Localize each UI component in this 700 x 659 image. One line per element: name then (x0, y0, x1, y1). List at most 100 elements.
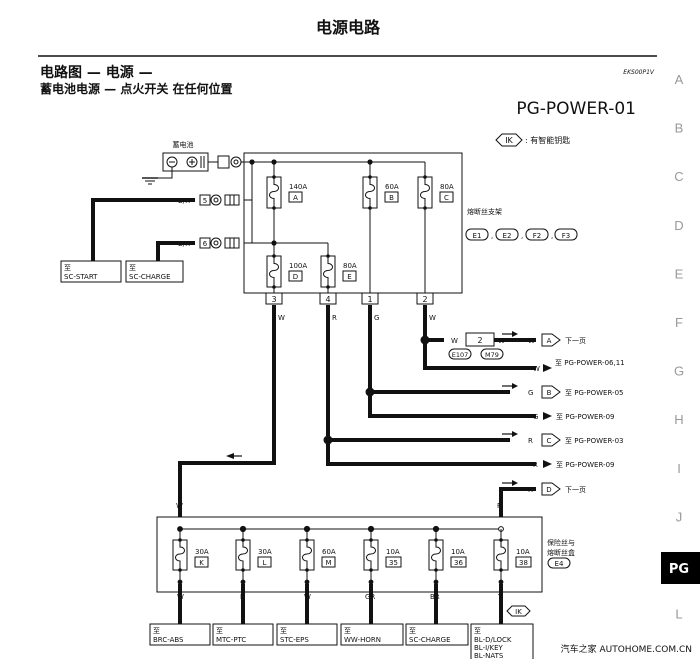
svg-text:至: 至 (409, 627, 416, 635)
fuse-box-connector: E4 (555, 560, 564, 568)
fuse-id: 36 (454, 559, 463, 567)
side-tab-G[interactable]: G (674, 364, 684, 379)
output-wire-color: GR (365, 593, 375, 601)
fuse-id: M (325, 559, 331, 567)
fuse-id: 35 (389, 559, 398, 567)
dest-label: SC-START (64, 273, 98, 281)
output-wire-color: R (240, 593, 245, 601)
junction (271, 159, 277, 165)
left-wire (91, 198, 195, 261)
svg-text:W: W (451, 337, 458, 345)
fuse-element (431, 540, 441, 570)
junction (323, 435, 333, 445)
dest-box (212, 623, 274, 646)
ik-tag-shape (495, 133, 523, 147)
side-tab-A[interactable]: A (675, 72, 684, 87)
side-tabs: A B C D E F G H I J PG L (661, 72, 700, 622)
svg-text:至: 至 (129, 264, 136, 272)
output-text: 下一页 (565, 486, 586, 494)
side-tab-C[interactable]: C (674, 169, 683, 184)
dest-label: MTC-PTC (216, 636, 246, 644)
svg-text:至: 至 (216, 627, 223, 635)
fuse-id: D (293, 273, 298, 281)
connector-tag (525, 228, 549, 241)
svg-text:至: 至 (344, 627, 351, 635)
left-wire (156, 241, 195, 261)
junction (249, 159, 255, 165)
wire-w1 (368, 305, 536, 418)
terminal-4: 4 (325, 295, 330, 304)
fuse-element (269, 177, 279, 208)
connector-tag (554, 228, 578, 241)
junction (271, 240, 277, 246)
fuse-element (238, 540, 248, 570)
legend-tag: IK (505, 136, 513, 145)
fuse-id: A (293, 194, 298, 202)
dest-label: BL-D/LOCK (474, 636, 512, 644)
fuse-box-input-w: W (176, 502, 183, 510)
dest-box (149, 623, 211, 646)
side-tab-H[interactable]: H (674, 412, 683, 427)
legend-text: : 有智能钥匙 (525, 135, 570, 145)
output-wire-color: BR (430, 593, 440, 601)
joint-connector-pin: 2 (477, 336, 482, 345)
wire-r-riser (499, 487, 536, 517)
side-tab-J[interactable]: J (676, 509, 683, 524)
output-text: 至 PG-POWER-06,11 (555, 359, 625, 367)
output-text: 至 PG-POWER-09 (556, 461, 615, 469)
side-tab-PG[interactable]: PG (669, 562, 689, 577)
svg-text:W: W (278, 314, 285, 322)
connector-tag-arrow (541, 433, 561, 447)
dest-label: WW-HORN (344, 636, 381, 644)
fuse-id: E (347, 273, 351, 281)
connector-tag (465, 228, 489, 241)
ik-tag-shape (506, 605, 531, 617)
legend: IK : 有智能钥匙 (495, 133, 570, 147)
side-tab-L[interactable]: L (675, 607, 682, 622)
svg-text:W: W (498, 337, 505, 345)
dest-label: BL-I/KEY (474, 644, 504, 652)
fusible-link-outline (243, 152, 463, 294)
fuse-amp: 100A (289, 262, 307, 270)
side-tab-D[interactable]: D (674, 218, 683, 233)
side-tab-I[interactable]: I (677, 461, 681, 476)
side-tab-F[interactable]: F (675, 315, 683, 330)
svg-text:至: 至 (153, 627, 160, 635)
fuse-id: 38 (519, 559, 528, 567)
fuse-amp: 10A (451, 548, 465, 556)
fuse-box: W R 保险丝与 熔断丝盒 E4 30AK30AL60AM10A3510A361… (156, 502, 575, 593)
dest-label: STC-EPS (280, 636, 309, 644)
page-code: EKS00P1V (623, 69, 655, 76)
svg-text:,: , (491, 232, 493, 240)
battery: 蓄电池 (142, 140, 242, 185)
flow-arrow (226, 453, 234, 459)
terminal-box (416, 292, 434, 305)
section-title: 电路图 — 电源 — (40, 64, 153, 81)
output-tag: B (547, 389, 552, 397)
dest-label: BL-NATS (474, 652, 504, 659)
connector-tag (495, 228, 519, 241)
output-wire-color: R (528, 437, 533, 445)
output-wire-color: R (528, 486, 533, 494)
svg-text:至: 至 (64, 264, 71, 272)
connector-F3: F3 (562, 232, 570, 240)
output-wire-color: Y (497, 593, 503, 601)
fuse-amp: 80A (343, 262, 357, 270)
side-tab-B[interactable]: B (675, 121, 684, 136)
connector-tag-arrow (541, 385, 561, 399)
side-tab-E[interactable]: E (675, 266, 684, 281)
fuse-amp: 30A (195, 548, 209, 556)
side-tab-active-bg (661, 552, 700, 584)
fuse-id: K (199, 559, 204, 567)
fuse-element (365, 177, 375, 208)
